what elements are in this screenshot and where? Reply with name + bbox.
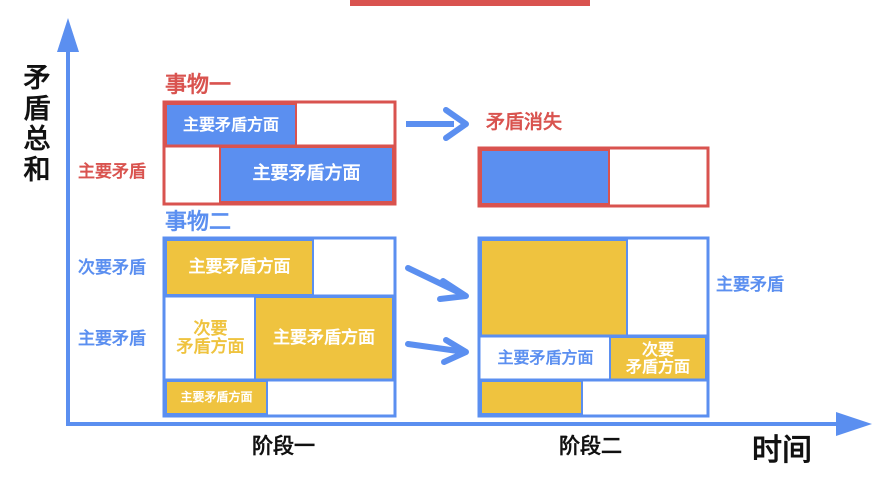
thing1-cell-bottom-main (219, 146, 394, 203)
thing2-stage2-top-main (480, 239, 628, 337)
thing2-r3-main (165, 380, 268, 415)
thing2-row1-label: 次要矛盾 (78, 258, 146, 278)
y-axis-arrowhead (57, 18, 79, 52)
thing1-transition-arrow-head (443, 107, 469, 141)
stage1-label: 阶段一 (252, 434, 315, 458)
stage2-label: 阶段二 (559, 434, 622, 458)
thing1-cell-bottom-label: 主要矛盾方面 (252, 163, 361, 185)
thing2-r2-right-main (254, 296, 394, 381)
thing2-stage2-mid-right-cell: 次要 矛盾方面 (610, 337, 706, 380)
thing2-stage2-mid-right-line1: 次要 (641, 339, 674, 359)
cutoff-title-fragment (350, 0, 590, 6)
thing1-result-label: 矛盾消失 (486, 111, 563, 133)
thing2-stage2-mid-left-label: 主要矛盾方面 (497, 348, 594, 368)
thing2-r3-cell-label: 主要矛盾方面 (180, 390, 253, 405)
thing2-stage2-mid-right-line2: 矛盾方面 (625, 356, 690, 376)
thing2-r2-right-cell-label: 主要矛盾方面 (273, 327, 375, 348)
thing2-r2-left-cell: 次要 矛盾方面 (166, 297, 255, 380)
thing2-r1-cell-label: 主要矛盾方面 (188, 256, 291, 277)
y-axis-label: 矛盾总和 (23, 63, 51, 186)
thing2-arrow1-head (437, 278, 469, 302)
thing2-arrow2-head (441, 337, 469, 365)
x-axis-label: 时间 (752, 433, 812, 468)
thing2-stage2-bottom-main (480, 380, 583, 415)
thing2-r2-left-line2: 矛盾方面 (176, 336, 245, 357)
x-axis-arrowhead (836, 412, 872, 436)
thing2-r2-left-line1: 次要 (193, 318, 228, 339)
thing2-row2-label: 主要矛盾 (78, 329, 146, 349)
thing1-cell-top-label: 主要矛盾方面 (182, 114, 279, 134)
thing2-title: 事物二 (165, 210, 232, 235)
thing1-row-label: 主要矛盾 (78, 162, 146, 182)
thing2-arrow2-shaft (405, 341, 461, 354)
thing2-stage2-right-label: 主要矛盾 (716, 275, 784, 295)
thing1-stage2-main (480, 149, 610, 205)
thing1-title: 事物一 (165, 73, 232, 98)
thing2-r1-main (165, 239, 314, 296)
